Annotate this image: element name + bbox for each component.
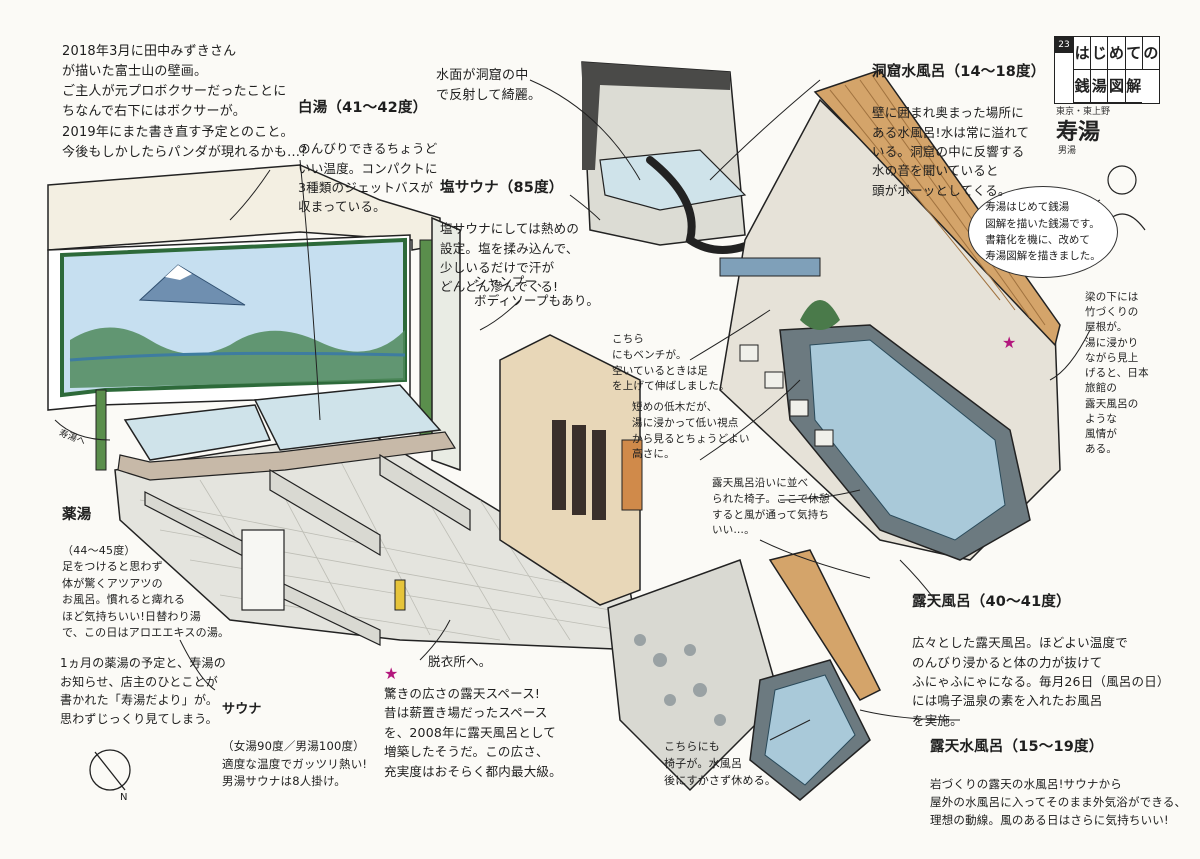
series-title-char: は <box>1073 37 1091 70</box>
sauna-doors <box>552 420 606 520</box>
cave-bath-body: 壁に囲まれ奥まった場所に ある水風呂!水は常に溢れて いる。洞窟の中に反響する … <box>872 105 1030 198</box>
compass-north-label: N <box>120 792 128 803</box>
series-title-char: 湯 <box>1090 70 1108 103</box>
highlight-star-icon: ★ <box>1002 333 1017 352</box>
cave-walls-dark <box>582 62 730 170</box>
series-title-char: 銭 <box>1073 70 1091 103</box>
mural-note: 2018年3月に田中みずきさん が描いた富士山の壁画。 ご主人が元プロボクサーだ… <box>62 44 308 160</box>
author-speech-text: 寿湯はじめて銭湯 図解を描いた銭湯です。 書籍化を機に、改めて 寿湯図解を描きま… <box>985 201 1101 263</box>
washing-rows <box>144 453 471 646</box>
stone-path <box>634 634 726 726</box>
series-title-char: じ <box>1090 37 1108 70</box>
mural-sea <box>69 351 406 362</box>
outdoor-rotenburo-area <box>719 69 1061 561</box>
compass-needle <box>94 751 126 791</box>
green-pillar-left <box>95 389 107 471</box>
yakuyu-body: （44〜45度） 足をつけると思わず 体が驚くアツアツの お風呂。慣れると痺れる… <box>62 543 230 640</box>
notice-board <box>621 439 643 511</box>
cave-wall-curve <box>646 156 764 254</box>
sauna-note: サウナ （女湯90度／男湯100度） 適度な温度でガッツリ熱い! 男湯サウナは8… <box>222 682 367 791</box>
outdoor-cold-body: 岩づくりの露天の水風呂!サウナから 屋外の水風呂に入ってそのまま外気浴ができる、… <box>930 777 1187 827</box>
location-label: 東京・東上野 <box>1056 107 1111 117</box>
series-title-char: め <box>1107 37 1125 70</box>
section-label: 男湯 <box>1058 146 1077 156</box>
washing-row-2 <box>269 468 381 557</box>
calendar-note: 1ヵ月の薬湯の予定と、寿湯の お知らせ、店主のひとことが 書かれた「寿湯だより」… <box>60 656 226 726</box>
shirayu-title: 白湯（41〜42度） <box>298 100 428 117</box>
outdoor-cold-title: 露天水風呂（15〜19度） <box>930 738 1104 755</box>
sauna-title: サウナ <box>222 701 262 717</box>
roof-note: 梁の下には 竹づくりの 屋根が。 湯に浸かり ながら見上 げると、日本 旅館の … <box>1085 291 1149 456</box>
water-surface-note: 水面が洞窟の中 で反射して綺麗。 <box>436 68 542 104</box>
mount-fuji-mountain <box>138 264 246 306</box>
washing-row-3 <box>379 453 471 532</box>
outdoor-cold-bath-area <box>607 549 882 801</box>
compass-circle <box>89 749 131 791</box>
shirayu-body: のんびりできるちょうど いい温度。コンパクトに 3種類のジェットバスが 収まって… <box>298 141 438 215</box>
series-title-grid: は じ め て の 銭 湯 図 解 <box>1073 37 1159 103</box>
author-speech-bubble: 寿湯はじめて銭湯 図解を描いた銭湯です。 書籍化を機に、改めて 寿湯図解を描きま… <box>968 186 1118 278</box>
cold-bath-walkway <box>607 559 781 792</box>
shirayu-tub <box>253 384 442 451</box>
series-title-char: 解 <box>1124 70 1142 103</box>
series-title-char: の <box>1141 37 1159 70</box>
salt-sauna-note: 塩サウナ（85度） 塩サウナにしては熱めの 設定。塩を揉み込んで、 少しいるだけ… <box>440 158 579 297</box>
shirayu-note: 白湯（41〜42度） のんびりできるちょうど いい温度。コンパクトに 3種類のジ… <box>298 78 438 217</box>
yellow-stool-stack <box>394 579 406 611</box>
low-shrub <box>800 300 840 330</box>
cold-bath-fence <box>768 549 882 701</box>
rotenburo-note: 露天風呂（40〜41度） 広々とした露天風呂。ほどよい温度で のんびり浸かると体… <box>912 572 1170 730</box>
outdoor-cold-note: 露天水風呂（15〜19度） 岩づくりの露天の水風呂!サウナから 屋外の水風呂に入… <box>930 718 1186 830</box>
sauna-block <box>499 334 641 606</box>
open-space-note: 驚きの広さの露天スペース! 昔は薪置き場だったスペース を、2008年に露天風呂… <box>384 686 562 779</box>
bench <box>719 257 821 277</box>
shower-stall <box>241 529 285 611</box>
rest-chair-note: 露天風呂沿いに並べ られた椅子。ここで休憩 すると風が通って気持ち いい…。 <box>712 477 830 537</box>
series-title-char: 図 <box>1107 70 1125 103</box>
bench-note: こちら にもベンチが。 空いているときは足 を上げて伸ばしました。 <box>612 333 730 393</box>
salt-sauna-title: 塩サウナ（85度） <box>440 180 564 197</box>
fence-note: 短めの低木だが、 湯に浸かって低い視点 から見るとちょうどよい 高さに。 <box>632 401 750 461</box>
highlight-star-icon: ★ <box>384 664 399 683</box>
main-bath-hall <box>47 164 643 651</box>
cave-cold-bath-area <box>581 61 764 254</box>
yakuyu-title: 薬湯 <box>62 506 92 523</box>
rotenburo-title: 露天風呂（40〜41度） <box>912 594 1071 611</box>
yakuyu-note: 薬湯 （44〜45度） 足をつけると思わず 体が驚くアツアツの お風呂。慣れると… <box>62 488 229 642</box>
fuji-snowcap <box>165 265 192 280</box>
chairs-near-cold-note: こちらにも 椅子が。水風呂 後にすかさず休める。 <box>664 740 777 788</box>
sauna-body: （女湯90度／男湯100度） 適度な温度でガッツリ熱い! 男湯サウナは8人掛け。 <box>222 738 368 789</box>
cave-bath-note: 洞窟水風呂（14〜18度） 壁に囲まれ奥まった場所に ある水風呂!水は常に溢れて… <box>872 42 1045 200</box>
cave-bath-title: 洞窟水風呂（14〜18度） <box>872 64 1046 81</box>
roof-slats <box>829 74 1046 326</box>
rotenburo-body: 広々とした露天風呂。ほどよい温度で のんびり浸かると体の力が抜けて ふにゃふにゃ… <box>912 635 1170 728</box>
yakuyu-tub <box>123 404 272 461</box>
tiled-side-wall <box>431 216 461 472</box>
page-number: 23 <box>1055 37 1073 53</box>
series-title-box: 23 は じ め て の 銭 湯 図 解 <box>1054 36 1160 104</box>
series-title-char: て <box>1124 37 1142 70</box>
mural-islands <box>70 327 405 388</box>
salt-sauna-body: 塩サウナにしては熱めの 設定。塩を揉み込んで、 少しいるだけで汗が どんどん滲ん… <box>440 221 580 295</box>
compass <box>89 749 131 791</box>
entrance-note: 脱衣所へ。 <box>428 654 492 669</box>
outdoor-cold-water <box>764 674 856 786</box>
bathhouse-name: 寿湯 <box>1056 119 1101 145</box>
tub-rim <box>117 431 457 481</box>
rest-chairs <box>739 344 834 447</box>
shampoo-note: シャンプー、 ボディソープもあり。 <box>474 274 600 309</box>
